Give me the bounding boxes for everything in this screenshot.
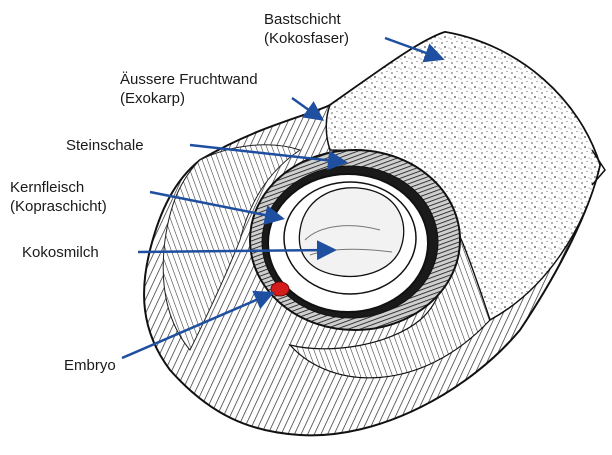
label-embryo: Embryo xyxy=(64,356,116,375)
label-bastschicht: Bastschicht (Kokosfaser) xyxy=(264,10,349,48)
label-fruchtwand-line2: (Exokarp) xyxy=(120,89,258,108)
label-embryo-line1: Embryo xyxy=(64,356,116,375)
label-steinschale: Steinschale xyxy=(66,136,144,155)
label-kernfleisch-line2: (Kopraschicht) xyxy=(10,197,107,216)
label-bastschicht-line2: (Kokosfaser) xyxy=(264,29,349,48)
label-kokosmilch: Kokosmilch xyxy=(22,243,99,262)
label-kernfleisch-line1: Kernfleisch xyxy=(10,178,107,197)
coconut-water-cavity xyxy=(299,188,403,277)
embryo-dot xyxy=(271,282,289,296)
label-kokosmilch-line1: Kokosmilch xyxy=(22,243,99,262)
label-kernfleisch: Kernfleisch (Kopraschicht) xyxy=(10,178,107,216)
label-steinschale-line1: Steinschale xyxy=(66,136,144,155)
label-bastschicht-line1: Bastschicht xyxy=(264,10,349,29)
label-fruchtwand: Äussere Fruchtwand (Exokarp) xyxy=(120,70,258,108)
label-fruchtwand-line1: Äussere Fruchtwand xyxy=(120,70,258,89)
